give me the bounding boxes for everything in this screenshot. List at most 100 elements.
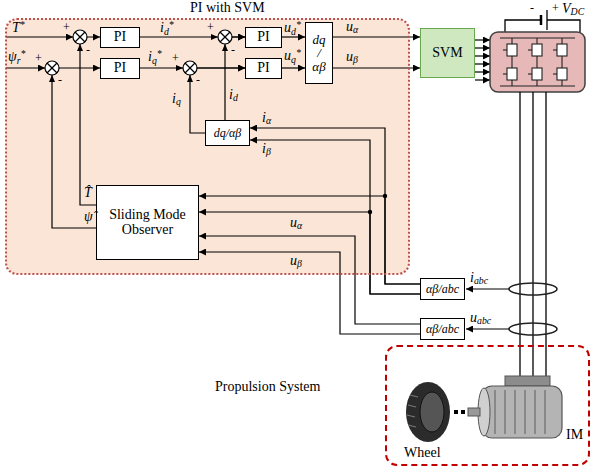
drawing-line [475, 63, 490, 64]
drawing-line [466, 328, 509, 329]
math-part: u [470, 310, 477, 325]
stack-part: / [312, 46, 325, 60]
signal-label: ψr* [8, 49, 25, 66]
math-part: i [262, 141, 266, 156]
signal-label: VDC [562, 2, 584, 17]
drawing-line [75, 32, 85, 42]
drawing-g [500, 38, 575, 86]
math-part: ψ̂ [84, 209, 93, 224]
drawing-line [540, 15, 543, 25]
box-label: PI [257, 61, 269, 76]
box-label: dq/αβ [214, 127, 242, 140]
drawing-line [408, 405, 416, 407]
drawing-line [6, 67, 45, 68]
drawing-circle [218, 30, 232, 44]
drawing-rect [468, 408, 480, 416]
math-part: u [290, 215, 297, 230]
part-label: IM [566, 428, 583, 442]
math-part: * [21, 48, 26, 59]
drawing-line [503, 49, 507, 50]
signal-connector [333, 36, 420, 37]
drawing-polygon [77, 44, 83, 51]
drawing-rect [557, 68, 567, 80]
math-part: i [148, 49, 152, 64]
sign-label: + [63, 21, 70, 33]
drawing-line [6, 36, 73, 37]
drawing-rect [532, 68, 542, 80]
drawing-g [407, 395, 418, 427]
math-part: u [346, 19, 353, 34]
signal-connector [225, 37, 245, 120]
drawing-polygon [187, 75, 193, 82]
signal-label: uβ [290, 254, 302, 269]
drawing-rect [532, 44, 542, 56]
signal-connector [282, 67, 305, 68]
math-part: abc [474, 275, 488, 286]
box-label: Sliding Mode Observer [97, 208, 198, 237]
math-part: i [470, 270, 474, 285]
drawing-line [514, 390, 516, 434]
drawing-line [220, 32, 230, 42]
sign-label: - [58, 74, 62, 86]
drawing-line [185, 63, 195, 73]
drawing-circle [383, 194, 387, 198]
branch-dots [368, 194, 387, 214]
math-part: * [169, 19, 174, 30]
shaft-dots [454, 410, 465, 414]
math-part: V [562, 1, 571, 16]
drawing-ellipse [406, 382, 450, 442]
transform-box: dq/αβ [305, 22, 333, 84]
drawing-circle [45, 61, 59, 75]
transform-box: αβ/abc [420, 318, 465, 340]
box-label: SVM [432, 46, 462, 61]
sign-label: - [231, 44, 235, 56]
math-part: u [346, 49, 353, 64]
drawing-rect [454, 410, 458, 414]
signal-connector [199, 252, 420, 334]
signal-connector [199, 212, 420, 294]
signal-label: iabc [470, 271, 488, 286]
drawing-line [494, 390, 496, 434]
drawing-circle [73, 30, 87, 44]
drawing-line [534, 390, 536, 434]
drawing-line [410, 395, 418, 397]
drawing-polygon [49, 75, 55, 82]
drawing-line [475, 71, 490, 72]
pi-controller-box: PI [245, 58, 282, 79]
reference-inputs [6, 37, 73, 68]
wheel-illustration [406, 382, 450, 442]
pi-controller-box: PI [245, 27, 282, 48]
drawing-line [408, 425, 416, 427]
drawing-ellipse [420, 392, 444, 432]
signal-label: id* [160, 20, 174, 37]
drawing-line [47, 63, 57, 73]
signal-label: ψ̂ [84, 210, 93, 224]
observer-box: Sliding Mode Observer [96, 185, 199, 260]
box-label: PI [114, 30, 126, 45]
math-part: β [353, 54, 358, 65]
gate-signals [475, 40, 490, 80]
box-label: PI [257, 30, 269, 45]
math-part: T̂ [84, 185, 92, 200]
signal-label: uq* [284, 48, 301, 65]
math-part: β [266, 146, 271, 157]
signal-label: T̂ [84, 186, 92, 200]
math-part: * [157, 48, 162, 59]
drawing-ellipse [509, 283, 557, 295]
signal-label: iβ [262, 142, 271, 157]
drawing-line [475, 79, 490, 80]
drawing-line [475, 55, 490, 56]
signal-label: iα [262, 111, 271, 126]
math-part: q [176, 96, 181, 107]
drawing-line [528, 73, 532, 74]
drawing-circle [368, 210, 372, 214]
sensor-rings [509, 283, 557, 335]
math-part: i [229, 87, 233, 102]
box-label: dq/αβ [312, 33, 325, 74]
math-part: q [152, 55, 157, 66]
sign-label: + [35, 52, 42, 64]
signal-connector [52, 68, 100, 228]
drawing-line [553, 49, 557, 50]
signal-connector [250, 128, 420, 284]
